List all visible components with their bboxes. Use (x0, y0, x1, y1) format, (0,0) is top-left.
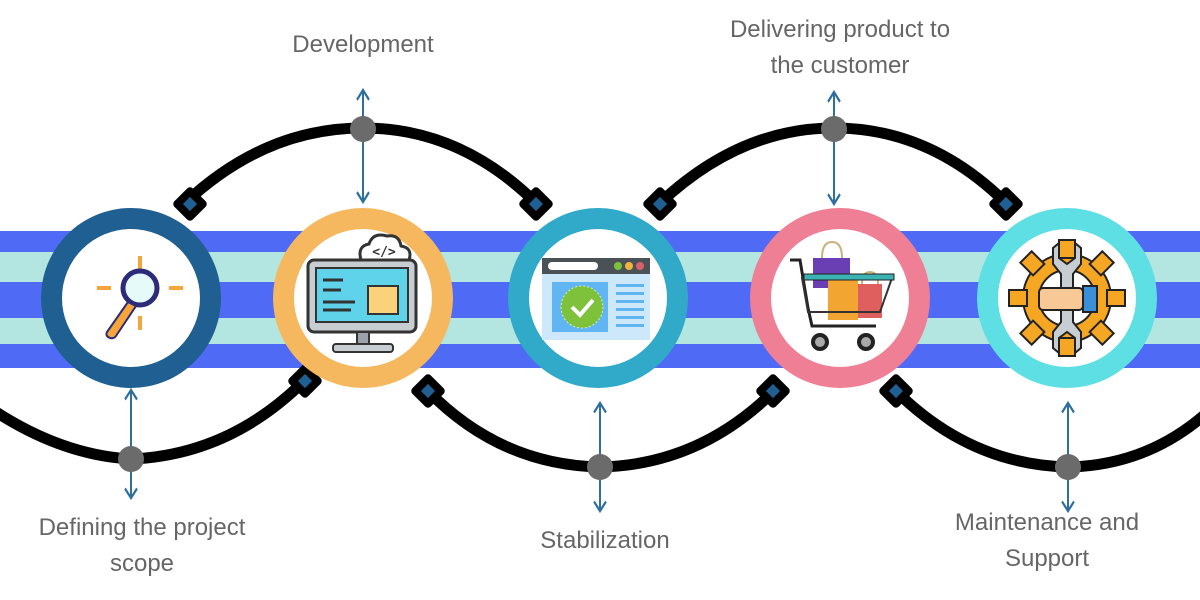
stage-label-line: Defining the project (38, 514, 246, 541)
stage-label-scope: Defining the project scope (39, 510, 246, 582)
connector-node-stabilization (587, 401, 613, 513)
diamond-cap (643, 187, 677, 221)
connector-node-delivery (821, 90, 847, 206)
stage-development: </> (273, 208, 453, 388)
stage-label-development: Development (292, 27, 433, 63)
stage-label-line: Maintenance and (954, 509, 1140, 536)
double-arrow-icon (355, 88, 371, 204)
stage-label-line: the customer (770, 52, 910, 79)
diamond-cap (756, 374, 790, 408)
stage-scope (41, 208, 221, 388)
connector-arc-left-edge (0, 374, 311, 465)
stage-label-line: Delivering product to (729, 16, 951, 43)
stage-label-stabilization: Stabilization (540, 523, 669, 559)
node-dot (587, 454, 613, 480)
connector-node-scope (118, 388, 144, 500)
stage-maintenance (977, 208, 1157, 388)
stage-label-line: Support (1004, 545, 1090, 572)
gear-wrench-hand-icon (1008, 239, 1126, 357)
stage-label-maintenance: Maintenance and Support (955, 505, 1139, 577)
stage-label-line: Development (292, 31, 434, 58)
node-dot (118, 446, 144, 472)
connector-node-maintenance (1055, 401, 1081, 513)
double-arrow-icon (123, 388, 139, 500)
diamond-cap (173, 187, 207, 221)
stage-label-line: Stabilization (540, 527, 670, 554)
stage-label-delivery: Delivering product to the customer (730, 12, 950, 84)
diamond-cap (989, 187, 1023, 221)
diamond-caps (173, 187, 1023, 408)
diamond-cap (411, 374, 445, 408)
diamond-cap (519, 187, 553, 221)
shopping-cart-icon (790, 240, 895, 351)
monitor-code-cloud-icon: </> (306, 233, 418, 353)
connector-node-development (350, 88, 376, 204)
svg-text:</>: </> (372, 245, 396, 260)
browser-check-icon (542, 258, 650, 340)
magnifier-icon (97, 256, 183, 340)
stage-delivery (750, 208, 930, 388)
stage-label-line: scope (109, 550, 175, 577)
node-dot (350, 116, 376, 142)
stage-stabilization (508, 208, 688, 388)
node-dot (1055, 454, 1081, 480)
node-dot (821, 116, 847, 142)
double-arrow-icon (826, 90, 842, 206)
diamond-cap (879, 374, 913, 408)
connector-arc-bottom-4 (889, 384, 1200, 473)
